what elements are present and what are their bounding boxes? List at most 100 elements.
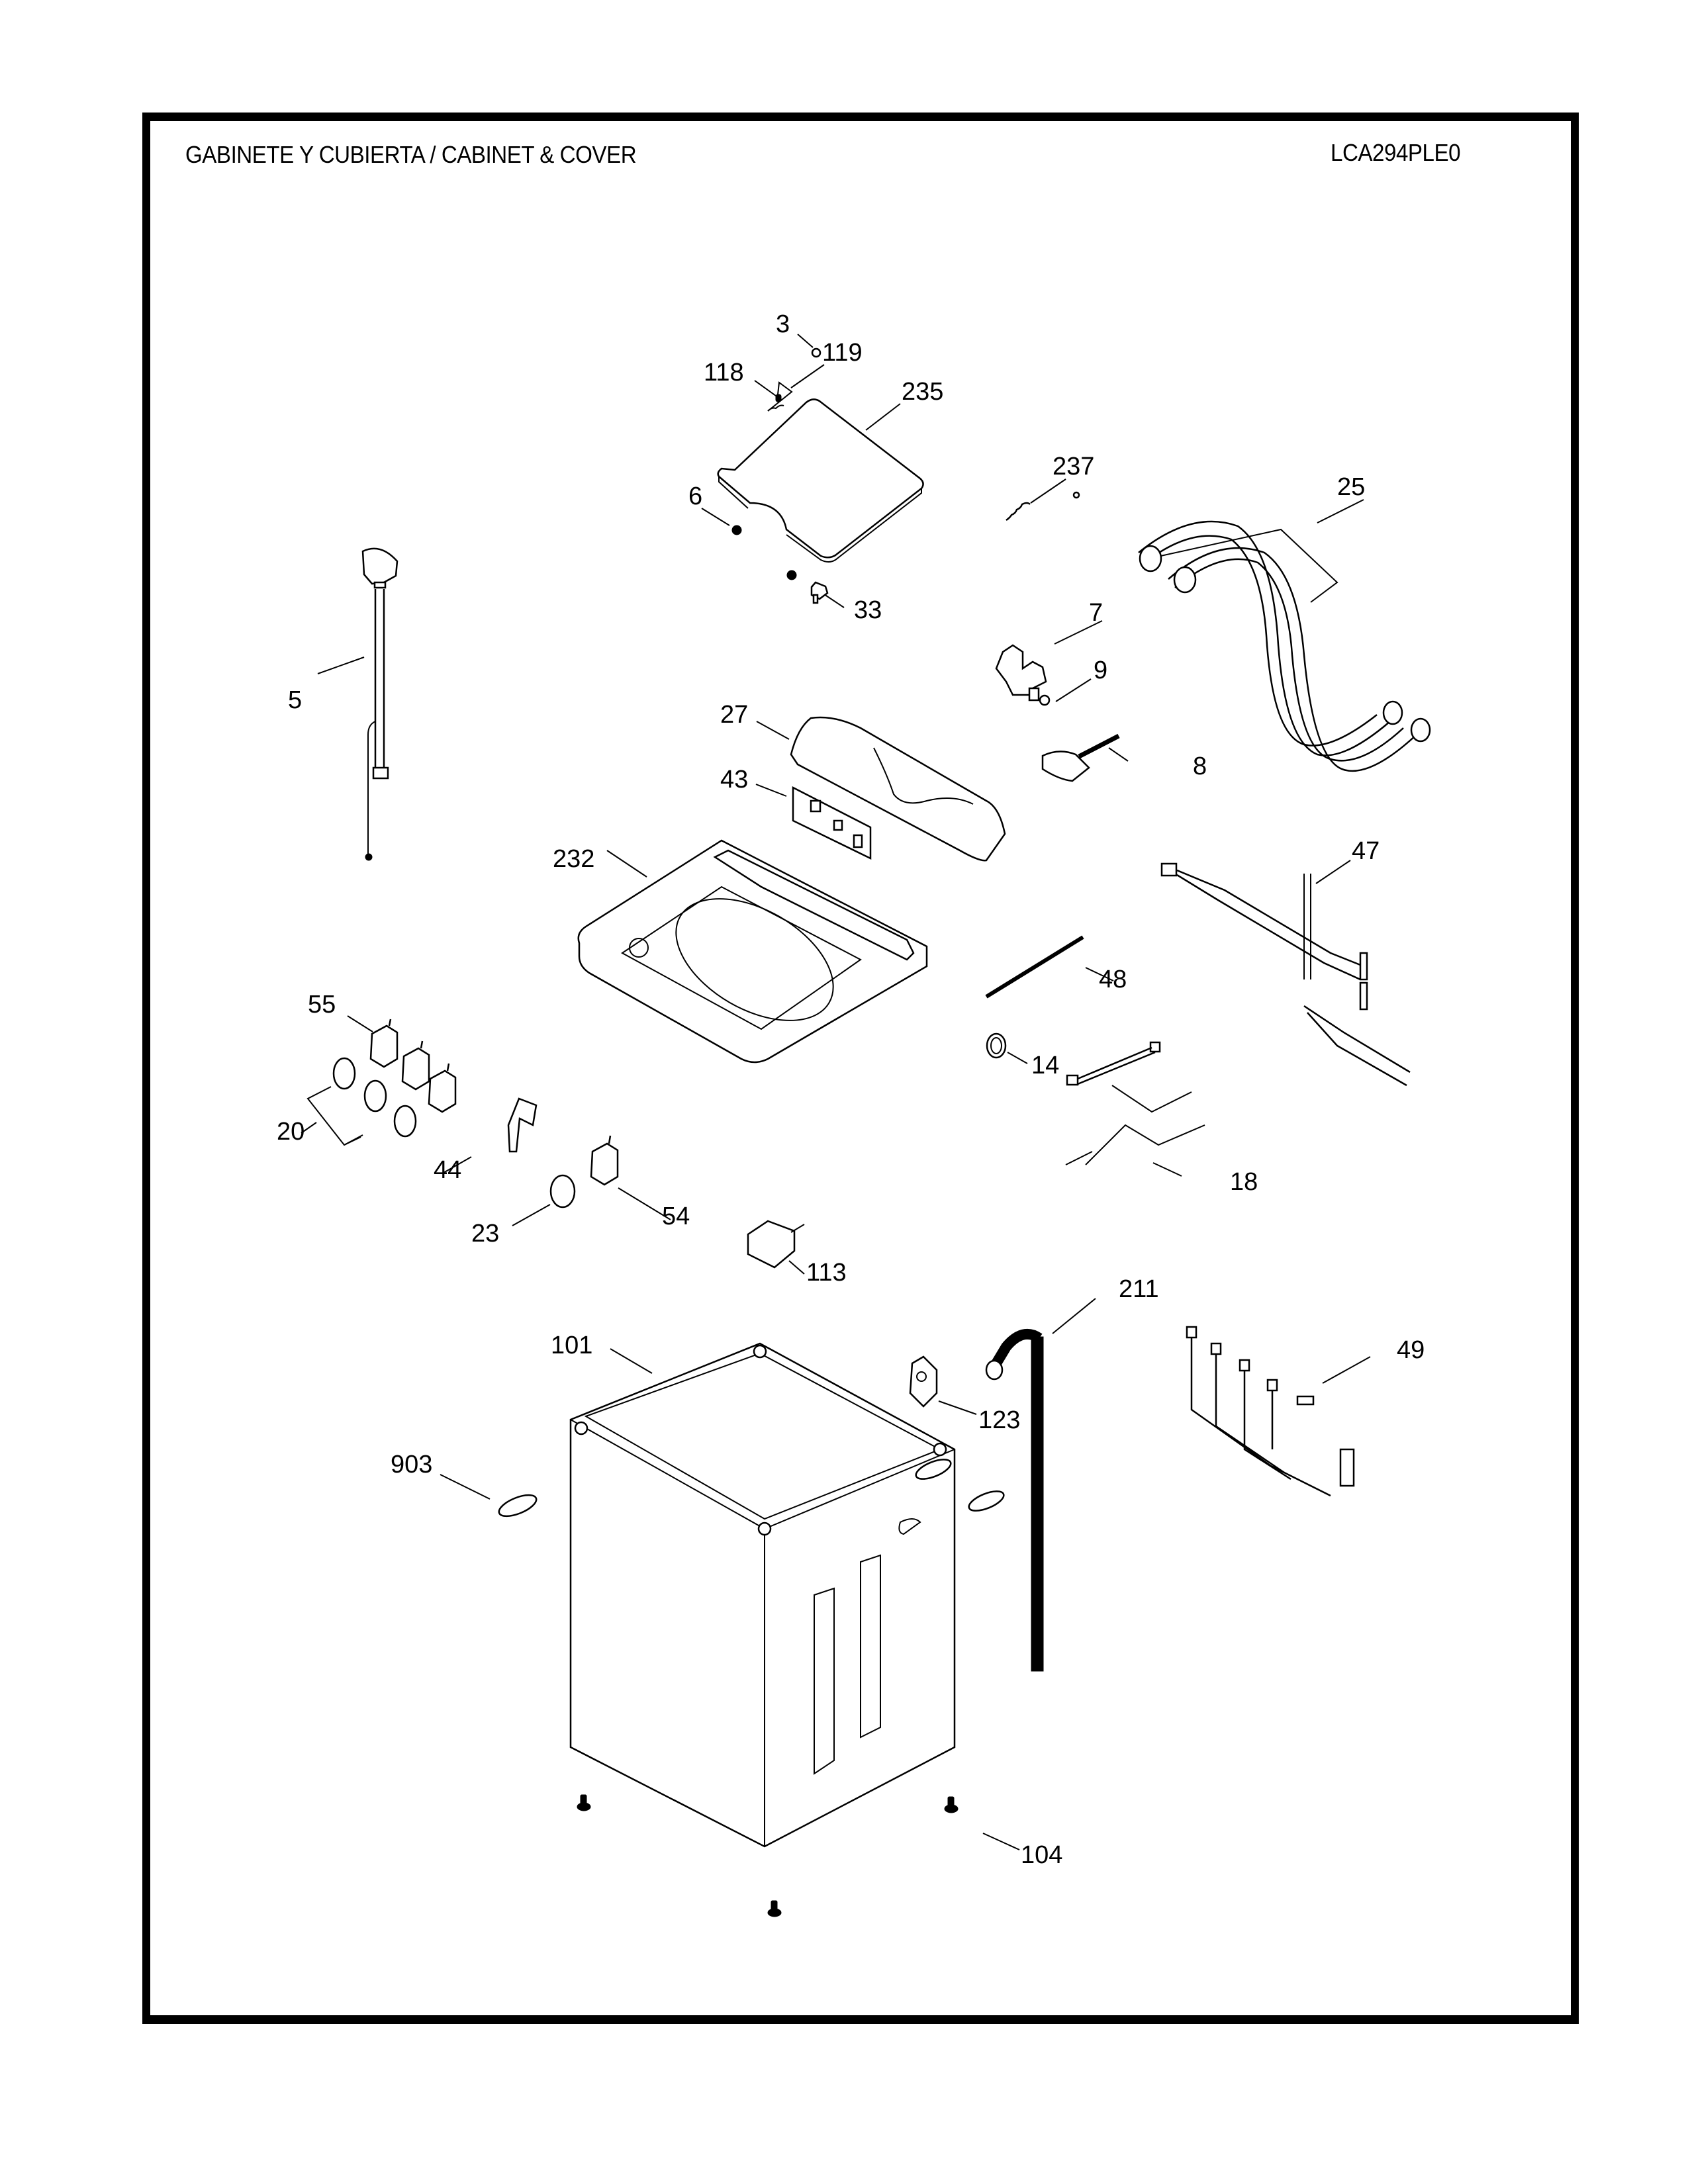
callout-14: 14 xyxy=(1031,1052,1059,1079)
callout-18: 18 xyxy=(1230,1168,1258,1196)
callout-3: 3 xyxy=(776,310,790,338)
leader-113 xyxy=(788,1260,805,1275)
part-211-drain-hose[interactable] xyxy=(985,1298,1096,1672)
leader-235 xyxy=(865,403,901,431)
leader-14 xyxy=(1007,1052,1028,1064)
leader-43 xyxy=(755,784,787,797)
part-43-pcb[interactable] xyxy=(755,784,872,860)
part-5-power-cord[interactable] xyxy=(317,547,399,861)
part-3-nut[interactable] xyxy=(797,334,821,358)
diagram-frame xyxy=(142,113,1579,2024)
callout-44: 44 xyxy=(434,1156,461,1184)
callout-55: 55 xyxy=(308,991,336,1019)
leader-33 xyxy=(823,594,845,608)
callout-8: 8 xyxy=(1193,752,1207,780)
leader-237 xyxy=(1030,478,1066,504)
leader-211 xyxy=(1052,1298,1096,1334)
part-6-bumper[interactable] xyxy=(701,508,797,580)
part-101-cabinet[interactable] xyxy=(569,1342,956,1848)
part-113-lid-lock[interactable] xyxy=(747,1220,805,1275)
leg-left xyxy=(577,1794,591,1811)
callout-25: 25 xyxy=(1337,473,1365,501)
part-47-wire-harness[interactable] xyxy=(1160,860,1411,1087)
leader-903 xyxy=(440,1474,491,1500)
callout-903: 903 xyxy=(391,1451,432,1479)
callout-6: 6 xyxy=(688,482,702,510)
leader-44 xyxy=(443,1156,472,1173)
part-104-leveling-legs[interactable] xyxy=(577,1794,1020,1917)
leader-123 xyxy=(938,1400,977,1415)
callout-235: 235 xyxy=(902,378,943,406)
leader-25 xyxy=(1151,528,1338,603)
callout-33: 33 xyxy=(854,596,882,624)
leader-6 xyxy=(701,508,730,526)
leader-101 xyxy=(610,1348,653,1374)
callout-48: 48 xyxy=(1099,966,1127,993)
part-18-wire-harness[interactable] xyxy=(1065,1041,1205,1177)
leader-118 xyxy=(754,380,776,396)
part-25-inlet-hoses[interactable] xyxy=(1138,499,1431,772)
part-48-cable-tie[interactable] xyxy=(985,935,1114,999)
part-123-bracket[interactable] xyxy=(909,1355,977,1415)
leader-23 xyxy=(512,1204,551,1226)
leader-9 xyxy=(1055,678,1092,702)
part-9-clamp[interactable] xyxy=(1039,678,1092,706)
leader-47 xyxy=(1315,860,1351,884)
part-20-knobs[interactable] xyxy=(301,1057,417,1146)
callout-5: 5 xyxy=(288,686,302,714)
leader-7 xyxy=(1054,620,1103,645)
callout-101: 101 xyxy=(551,1332,592,1359)
callout-123: 123 xyxy=(978,1406,1020,1434)
leader-48 xyxy=(1085,967,1114,981)
callout-119: 119 xyxy=(822,339,863,367)
part-23-knob[interactable] xyxy=(512,1174,576,1226)
leader-104 xyxy=(982,1833,1020,1850)
leader-18 xyxy=(1152,1162,1182,1177)
callout-27: 27 xyxy=(720,701,748,729)
leader-8 xyxy=(1108,747,1129,762)
leader-232 xyxy=(606,850,647,878)
part-49-wire-harness[interactable] xyxy=(1186,1326,1371,1497)
part-33-lid-switch[interactable] xyxy=(810,581,845,608)
callout-104: 104 xyxy=(1021,1841,1062,1869)
callout-118: 118 xyxy=(704,359,744,387)
part-55-rotary-switches[interactable] xyxy=(347,1015,457,1113)
part-54-rotary-switch[interactable] xyxy=(590,1135,671,1220)
leader-3 xyxy=(797,334,814,348)
leader-55 xyxy=(347,1015,373,1032)
part-44-button-pcb[interactable] xyxy=(443,1097,538,1173)
leader-119 xyxy=(790,364,825,388)
callout-7: 7 xyxy=(1089,599,1103,627)
part-119-wire-hook[interactable] xyxy=(767,364,825,412)
leader-20 xyxy=(306,1086,361,1146)
callout-9: 9 xyxy=(1094,657,1107,684)
leg-right xyxy=(944,1796,959,1813)
part-14-pressure-sensor[interactable] xyxy=(986,1032,1028,1064)
callout-113: 113 xyxy=(806,1259,847,1287)
callout-47: 47 xyxy=(1352,837,1380,865)
leader-54 xyxy=(618,1187,671,1220)
part-118-nut[interactable] xyxy=(754,380,782,402)
leader-27 xyxy=(756,721,790,740)
leader-5 xyxy=(317,657,365,674)
part-232-top-cover[interactable] xyxy=(577,839,928,1064)
callout-237: 237 xyxy=(1053,453,1094,480)
model-number: LCA294PLE0 xyxy=(1331,139,1461,166)
callout-23: 23 xyxy=(471,1220,499,1248)
part-237-spring[interactable] xyxy=(1006,478,1080,522)
leg-front xyxy=(767,1900,782,1917)
part-7-water-valve[interactable] xyxy=(995,620,1103,702)
part-8-pressure-hose[interactable] xyxy=(1041,733,1129,782)
callout-20: 20 xyxy=(277,1118,305,1146)
callout-54: 54 xyxy=(662,1203,690,1230)
part-235-lid[interactable] xyxy=(717,398,924,563)
callout-232: 232 xyxy=(553,845,594,873)
part-27-control-panel[interactable] xyxy=(756,716,1006,862)
callout-49: 49 xyxy=(1397,1336,1425,1364)
callout-211: 211 xyxy=(1119,1275,1159,1303)
diagram-title: GABINETE Y CUBIERTA / CABINET & COVER xyxy=(185,141,637,168)
part-903-handle-cap[interactable] xyxy=(440,1455,1006,1520)
leader-49 xyxy=(1322,1356,1371,1384)
callout-43: 43 xyxy=(720,766,748,794)
